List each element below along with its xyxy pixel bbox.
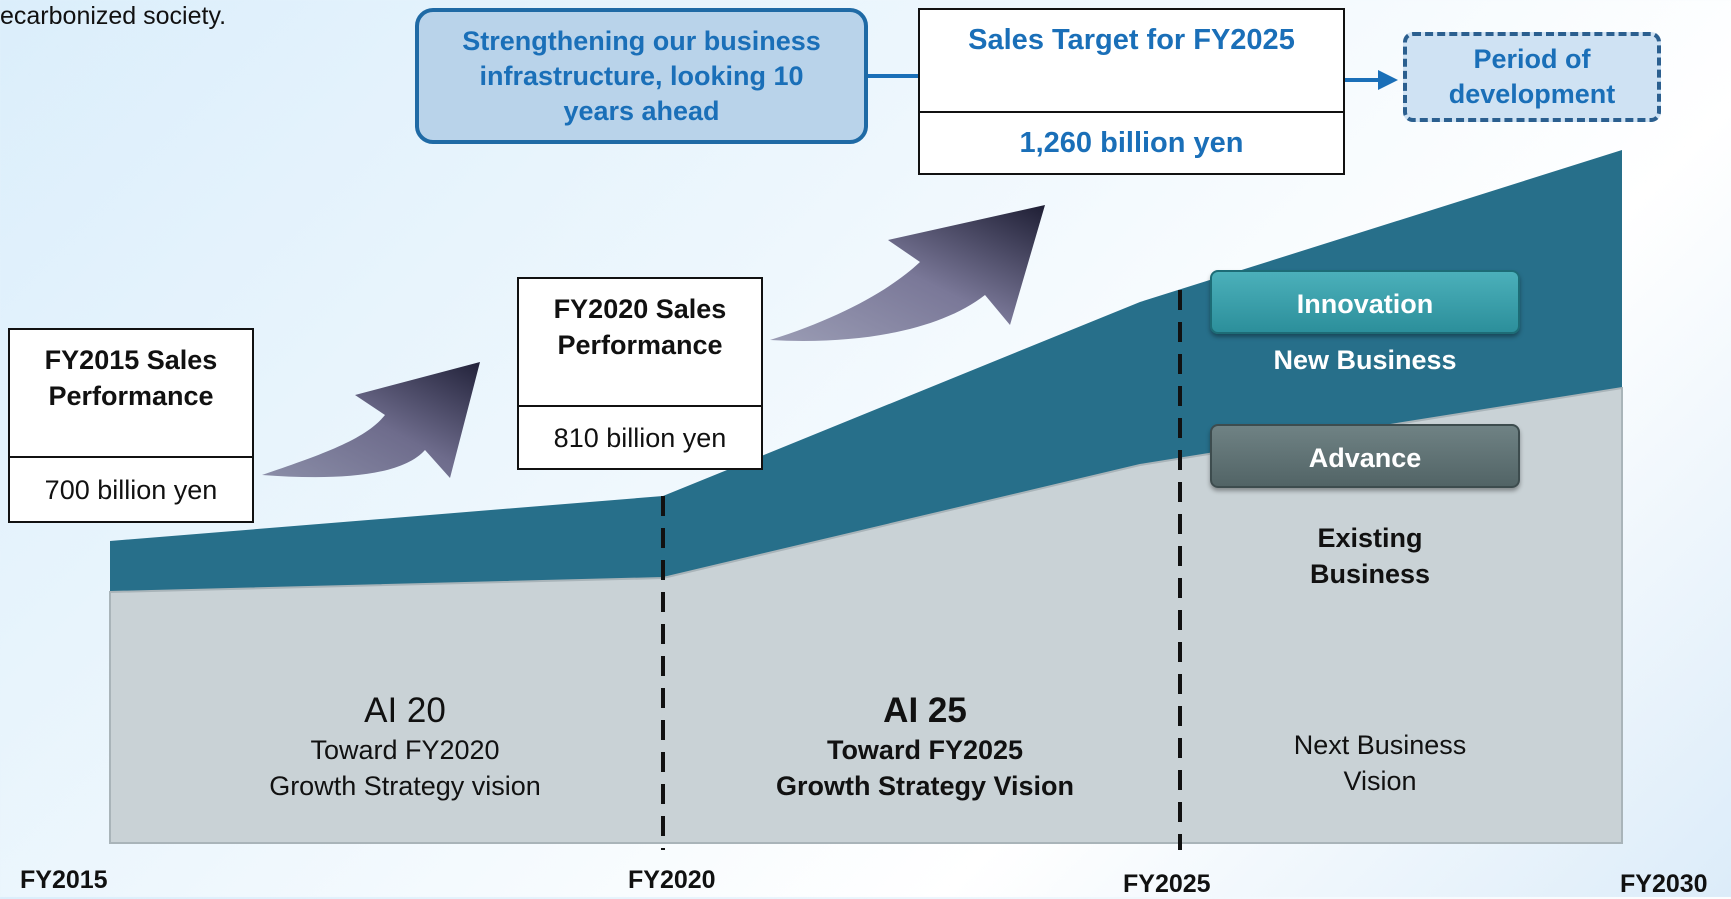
existing-business-caption: Existing Business xyxy=(1309,523,1431,589)
new-business-area xyxy=(110,150,1622,592)
axis-fy2020: FY2020 xyxy=(628,866,716,894)
fy2015-box: FY2015 Sales Performance 700 billion yen xyxy=(8,328,254,523)
growth-arrow-1 xyxy=(262,362,480,478)
fy2020-title: FY2020 Sales Performance xyxy=(553,294,727,360)
ai20-name: AI 20 xyxy=(364,691,446,730)
innovation-tag: Innovation xyxy=(1210,270,1520,334)
fy2020-box: FY2020 Sales Performance 810 billion yen xyxy=(517,277,763,470)
era-ai20: AI 20 Toward FY2020 Growth Strategy visi… xyxy=(240,690,570,804)
next-line1: Next Business xyxy=(1293,730,1467,760)
advance-tag: Advance xyxy=(1210,424,1520,488)
sales-target-box: Sales Target for FY2025 1,260 billion ye… xyxy=(918,8,1345,175)
next-line2: Vision xyxy=(1343,766,1417,796)
ai20-line1: Toward FY2020 xyxy=(310,735,500,765)
axis-fy2030: FY2030 xyxy=(1620,870,1708,898)
fy2015-value: 700 billion yen xyxy=(10,456,252,523)
infrastructure-text: Strengthening our business infrastructur… xyxy=(462,25,821,126)
header-fragment: ecarbonized society. xyxy=(0,2,227,30)
sales-target-value: 1,260 billion yen xyxy=(920,111,1343,175)
fy2015-title: FY2015 Sales Performance xyxy=(44,345,218,411)
sales-target-title: Sales Target for FY2025 xyxy=(968,24,1295,56)
ai25-line2: Growth Strategy Vision xyxy=(775,771,1075,801)
axis-fy2015: FY2015 xyxy=(20,866,108,894)
axis-fy2025: FY2025 xyxy=(1123,870,1211,898)
ai25-name: AI 25 xyxy=(883,691,967,730)
infrastructure-box: Strengthening our business infrastructur… xyxy=(415,8,868,144)
period-box: Period of development xyxy=(1403,32,1661,122)
period-text: Period of development xyxy=(1448,44,1616,109)
ai20-line2: Growth Strategy vision xyxy=(269,771,541,801)
fy2020-value: 810 billion yen xyxy=(519,405,761,470)
growth-arrow-2 xyxy=(770,205,1045,341)
era-ai25: AI 25 Toward FY2025 Growth Strategy Visi… xyxy=(740,690,1110,804)
new-business-caption: New Business xyxy=(1273,345,1457,375)
ai25-line1: Toward FY2025 xyxy=(826,735,1024,765)
period-arrowhead xyxy=(1378,70,1398,90)
era-next: Next Business Vision xyxy=(1260,727,1500,799)
